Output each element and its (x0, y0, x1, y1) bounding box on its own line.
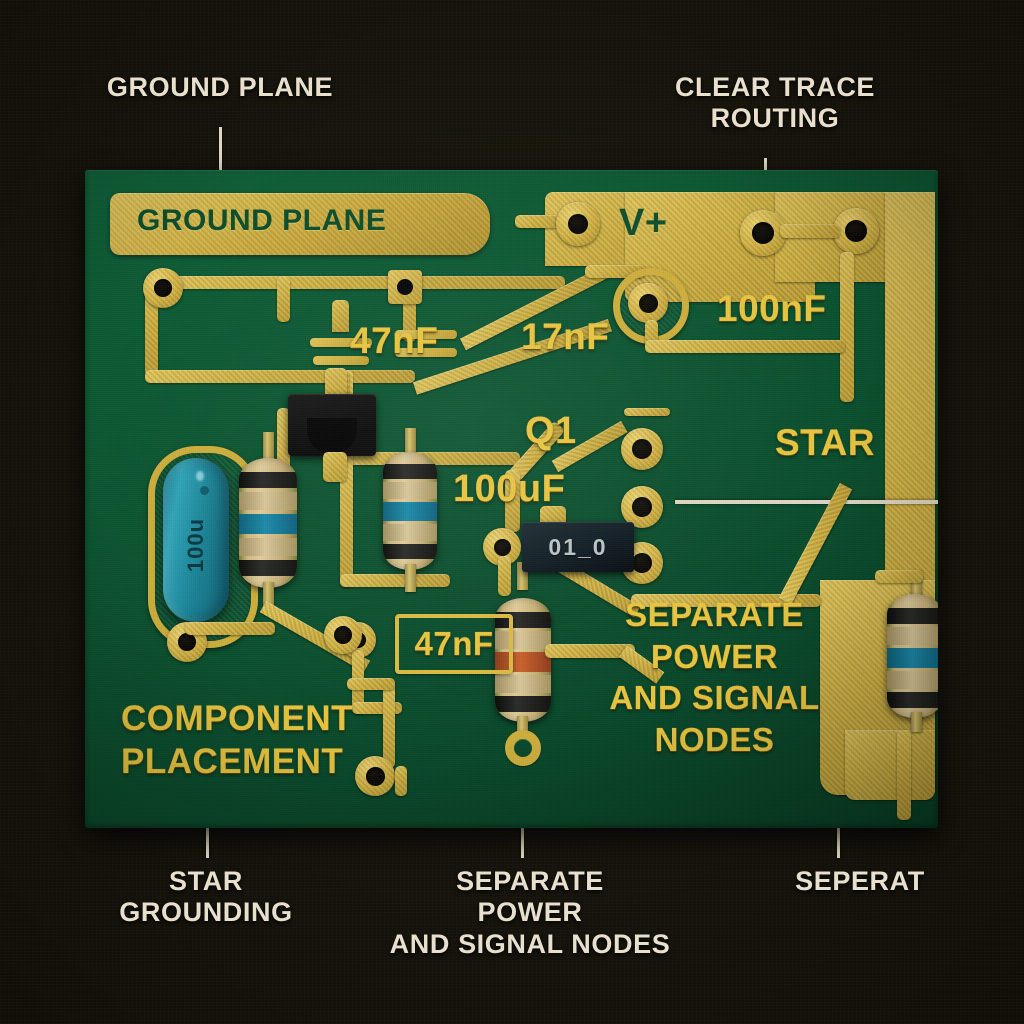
resistor-right-leg-bottom (911, 712, 922, 732)
capacitor-highlight (196, 471, 204, 482)
resistor-center-leg-top (405, 428, 416, 456)
silk-47nf-top: 47nF (350, 320, 439, 361)
star-dash-mark (624, 408, 670, 416)
trace-center-vertical (340, 452, 353, 587)
pcb-board: GROUND PLANE V+ 47nF 17nF 100nF (85, 170, 938, 828)
trace-top-horizontal (145, 276, 565, 289)
ground-plane-pour-label: GROUND PLANE (137, 204, 387, 237)
trace-cp-bracket-top (347, 678, 395, 690)
pad-keyhole-47nf[interactable] (324, 616, 362, 654)
trace-bottom-resistor-right (545, 644, 635, 658)
cap-symbol-left-stem-top (332, 300, 349, 332)
smd-chip-marking: 01_0 (548, 533, 608, 560)
trace-q1-vertical (505, 470, 520, 532)
resistor-center-leg-bottom (405, 564, 416, 592)
ground-plane-pour (110, 193, 490, 255)
capacitor-vent-dot (199, 485, 209, 495)
via-vplus[interactable] (556, 202, 600, 246)
trace-bottom-left-horizontal (185, 622, 275, 635)
cap-symbol-left-bar-2 (313, 356, 369, 365)
resistor-right-band-1 (887, 608, 938, 624)
via-star-2[interactable] (621, 486, 663, 528)
leader-line-ground-plane (219, 127, 222, 187)
silk-q1: Q1 (525, 410, 577, 452)
leader-line-star-grounding (206, 800, 209, 858)
resistor-center-band-3 (383, 502, 437, 521)
resistor-center (383, 452, 437, 570)
trace-right-resistor-out (897, 730, 911, 820)
silk-47nf-bottom: 47nF (414, 625, 494, 663)
resistor-right (887, 594, 938, 718)
electrolytic-capacitor: 100u (163, 458, 229, 622)
resistor-left (239, 458, 297, 588)
resistor-right-band-3 (887, 648, 938, 668)
trace-center-bottom (340, 574, 450, 587)
resistor-left-band-5 (239, 560, 297, 576)
via-ring-center[interactable] (628, 283, 668, 323)
resistor-right-band-2 (887, 627, 938, 645)
trace-left-lower-horizontal (145, 370, 415, 383)
right-edge-pour-lower (845, 730, 935, 800)
leader-line-star-callout (675, 500, 938, 504)
trace-star3-tail (631, 594, 821, 607)
silk-star: STAR (775, 422, 875, 463)
resistor-bottom-band-5 (495, 696, 551, 712)
callout-clear-trace-routing: CLEAR TRACE ROUTING (674, 72, 876, 134)
resistor-bottom-leg-bottom (517, 716, 528, 738)
resistor-left-band-2 (239, 492, 297, 510)
via-top-left[interactable] (143, 268, 183, 308)
cap-symbol-left-bar-1 (310, 338, 372, 347)
resistor-center-band-4 (383, 524, 437, 541)
trace-100nf-vertical (840, 252, 854, 402)
resistor-left-leg-top (263, 432, 274, 466)
resistor-left-band-3 (239, 514, 297, 534)
vplus-label: V+ (619, 202, 668, 244)
via-component-placement-bottom[interactable] (355, 756, 395, 796)
trace-right-resistor-top (875, 570, 923, 583)
trace-100nf-horizontal (645, 340, 845, 353)
resistor-right-band-5 (887, 692, 938, 708)
resistor-right-band-4 (887, 671, 938, 689)
silk-component-placement: COMPONENT PLACEMENT (121, 699, 353, 781)
resistor-left-band-4 (239, 538, 297, 556)
pad-ring-bottom-resistor[interactable] (505, 730, 541, 766)
via-star-1[interactable] (621, 428, 663, 470)
pad-square-top[interactable] (388, 270, 422, 304)
smd-black-component (288, 394, 376, 456)
via-top-right-1[interactable] (740, 210, 786, 256)
via-star-3[interactable] (621, 542, 663, 584)
callout-ground-plane: GROUND PLANE (106, 72, 334, 102)
pad-blackpart-bottom (323, 452, 347, 482)
silk-separate-nodes-block: SEPARATE POWER AND SIGNAL NODES (609, 596, 820, 758)
callout-seperat: SEPERAT (795, 866, 925, 896)
resistor-center-band-1 (383, 464, 437, 479)
silk-100uf: 100uF (453, 468, 566, 510)
resistor-left-band-1 (239, 472, 297, 488)
silk-100nf: 100nF (717, 288, 827, 329)
capacitor-marking: 100u (183, 517, 208, 573)
trace-mid-vertical-a (277, 276, 290, 322)
resistor-center-band-5 (383, 544, 437, 559)
trace-smd-left (498, 556, 511, 596)
callout-star-grounding: STAR GROUNDING (119, 866, 293, 928)
trace-cp-bracket-vertical (383, 678, 395, 768)
trace-between-top-right-vias (780, 224, 840, 238)
silk-box-47nf: 47nF (395, 614, 513, 674)
trace-bottom-long (395, 766, 407, 796)
cap-symbol-47nf-bar-2 (395, 348, 457, 357)
silk-17nf: 17nF (521, 316, 610, 357)
callout-separate-power-and-signal-nodes: SEPARATE POWER AND SIGNAL NODES (389, 866, 671, 959)
resistor-center-band-2 (383, 482, 437, 499)
cap-symbol-47nf-bar-1 (395, 330, 457, 339)
resistor-right-leg-top (911, 570, 922, 598)
smd-chip-resistor: 01_0 (522, 522, 634, 572)
resistor-left-leg-bottom (263, 582, 274, 606)
resistor-bottom-leg-top (517, 562, 528, 590)
resistor-bottom-band-4 (495, 675, 551, 693)
via-top-right-2[interactable] (833, 208, 879, 254)
